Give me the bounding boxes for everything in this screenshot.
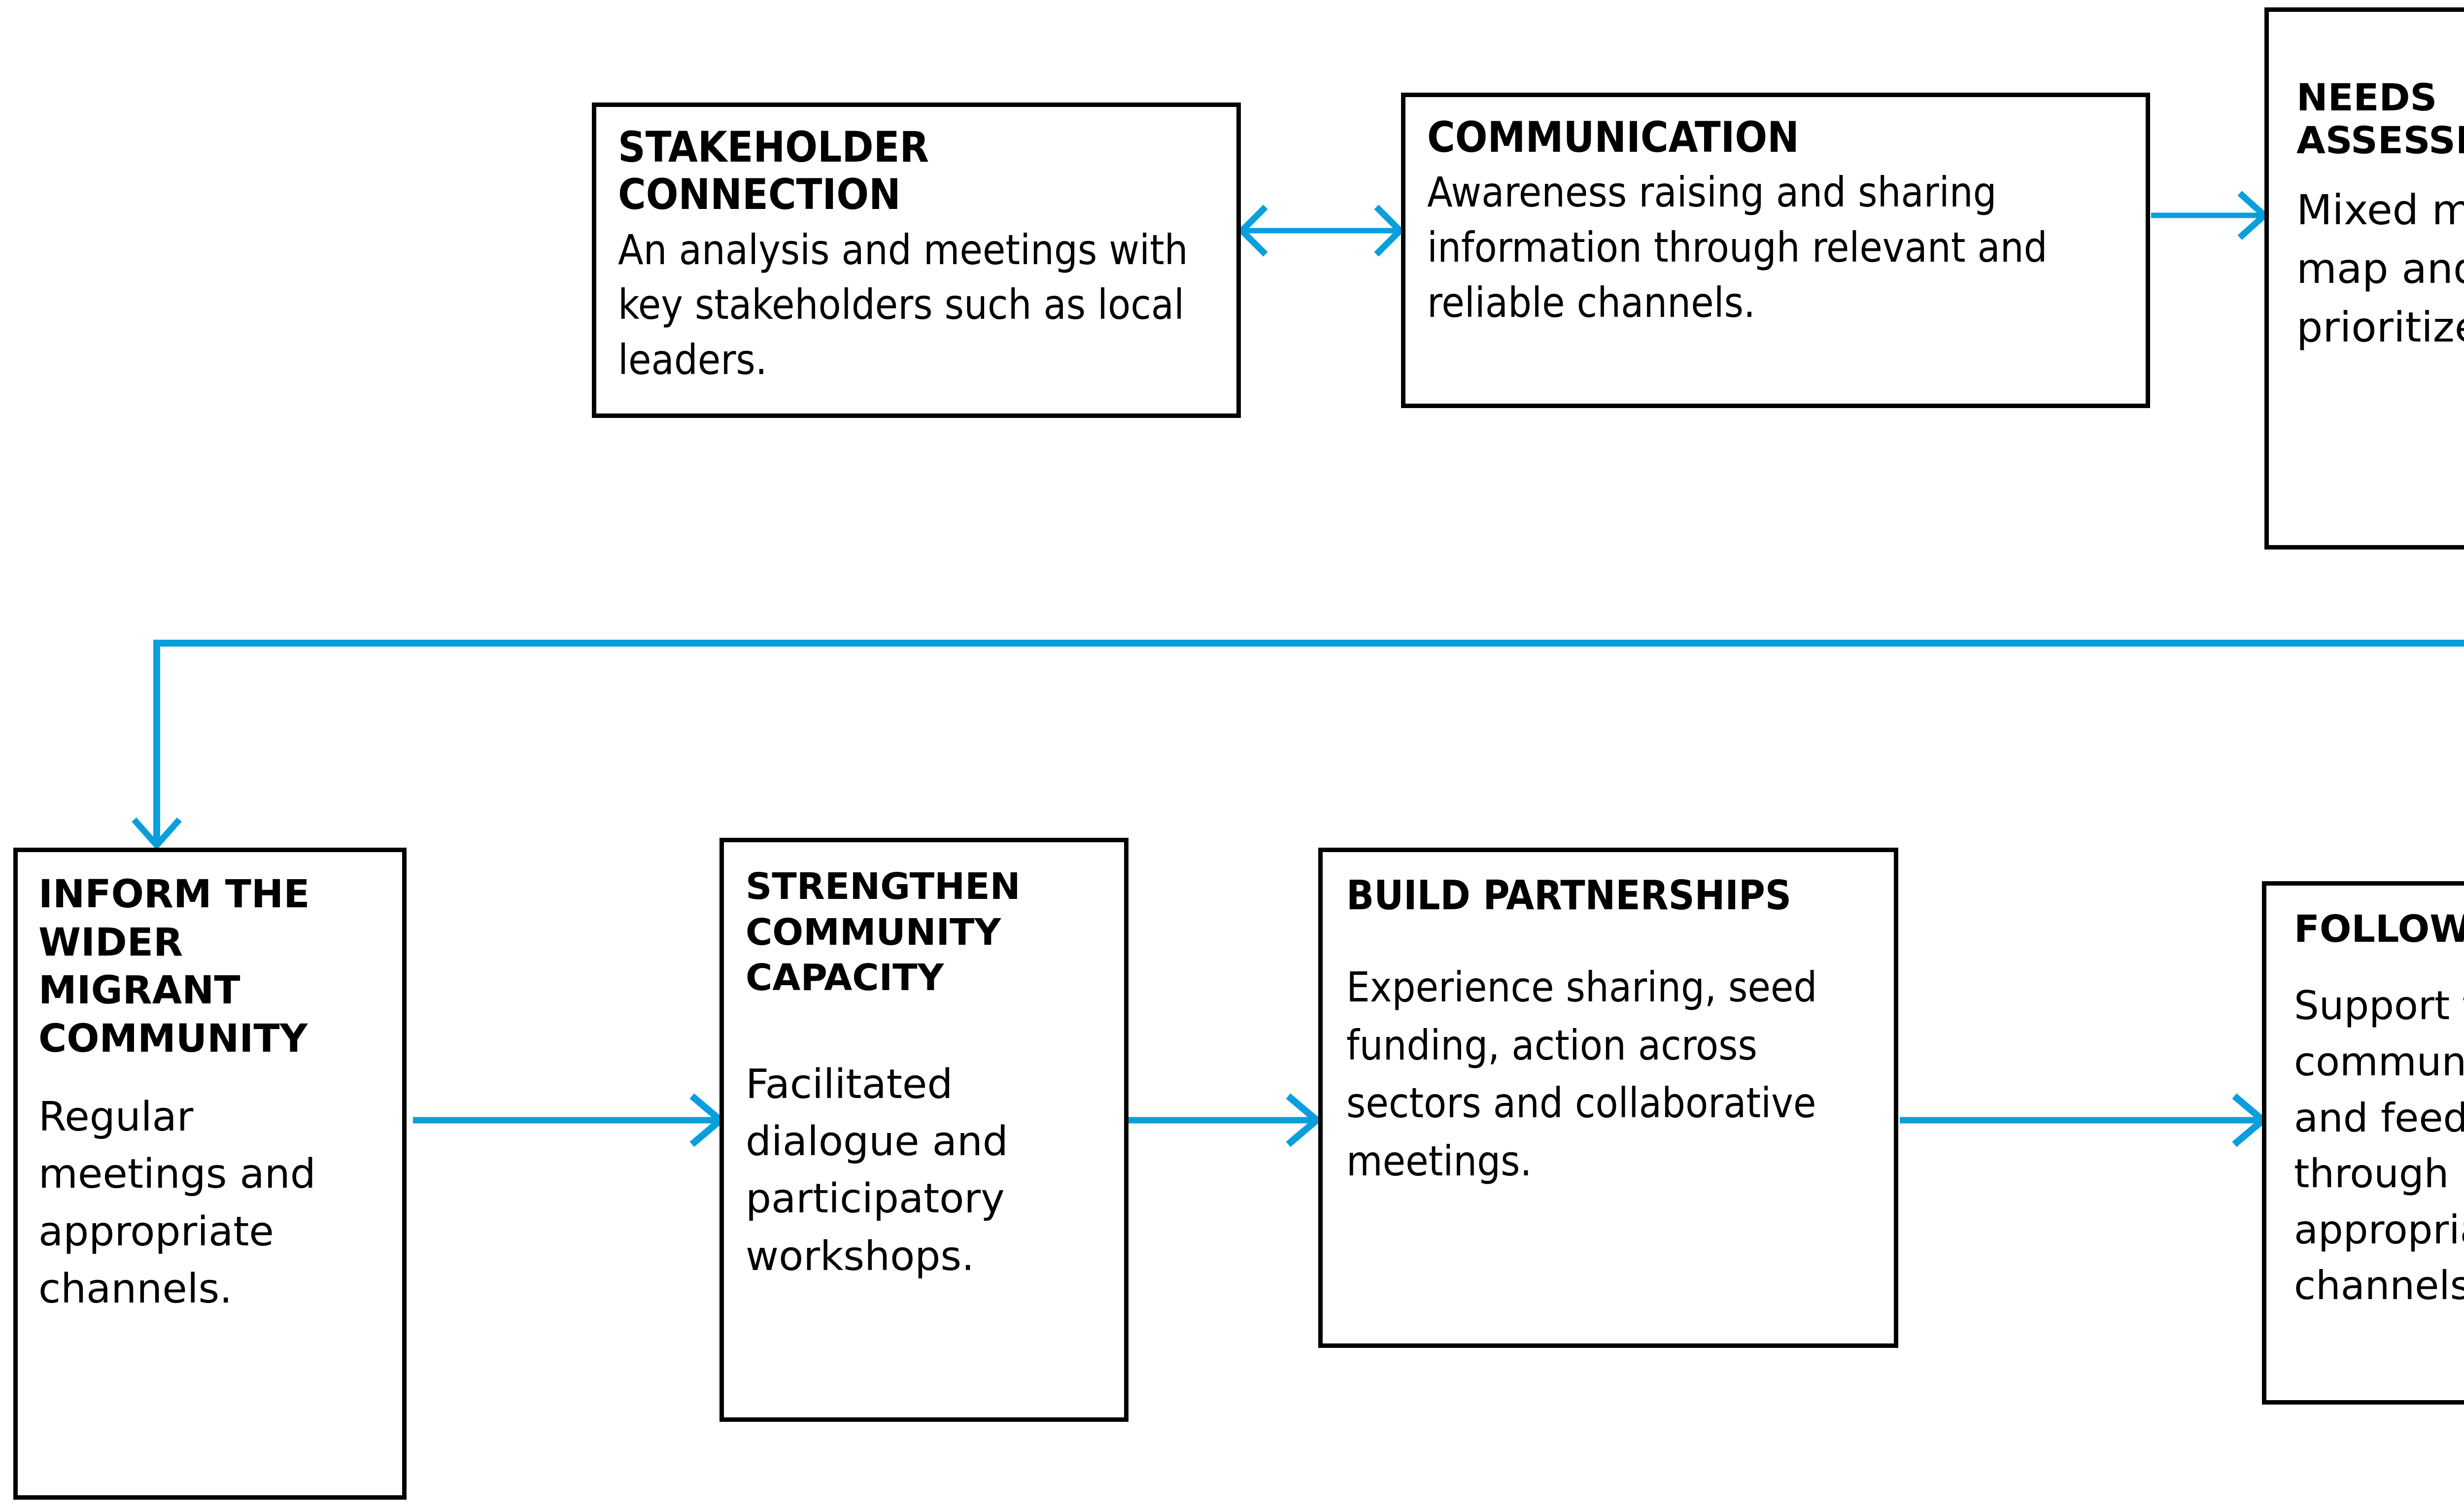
node-needs-assessment[interactable]: NEEDS ASSESSMENT Mixed methods to map an… [2264, 7, 2464, 550]
node-body: Support to community actions and feedbac… [2294, 983, 2464, 1309]
node-title: INFORM THE WIDER MIGRANT COMMUNITY [38, 872, 310, 1061]
connector-inform-strengthen [413, 1093, 726, 1147]
node-title: NEEDS ASSESSMENT [2296, 75, 2464, 163]
connector-communication-needs [2151, 191, 2269, 240]
node-content: NEEDS ASSESSMENT Mixed methods to map an… [2269, 12, 2464, 357]
node-stakeholder-connection[interactable]: STAKEHOLDER CONNECTION An analysis and m… [592, 103, 1241, 418]
node-body: Mixed methods to map and prioritize need… [2296, 185, 2464, 352]
connector-stakeholder-communication [1237, 205, 1405, 257]
node-body: Awareness raising and sharing informatio… [1427, 168, 2048, 327]
connector-needs-inform [132, 640, 2464, 850]
node-body: Experience sharing, seed funding, action… [1346, 963, 1817, 1186]
node-title: STAKEHOLDER CONNECTION [618, 123, 929, 220]
node-body: Regular meetings and appropriate channel… [38, 1094, 316, 1313]
node-content: COMMUNICATION Awareness raising and shar… [1405, 97, 2146, 330]
node-title: STRENGTHEN COMMUNITY CAPACITY [746, 865, 1021, 999]
node-title: FOLLOW-UP [2294, 907, 2464, 951]
node-body: Facilitated dialogue and participatory w… [746, 1061, 1008, 1280]
connector-partnerships-followup [1900, 1093, 2268, 1147]
node-strengthen-community-capacity[interactable]: STRENGTHEN COMMUNITY CAPACITY Facilitate… [719, 838, 1129, 1422]
node-title: BUILD PARTNERSHIPS [1346, 872, 1792, 919]
node-communication[interactable]: COMMUNICATION Awareness raising and shar… [1401, 93, 2150, 408]
node-body: An analysis and meetings with key stakeh… [618, 225, 1188, 384]
connector-strengthen-partnerships [1125, 1093, 1322, 1147]
node-content: STAKEHOLDER CONNECTION An analysis and m… [596, 107, 1236, 388]
node-content: INFORM THE WIDER MIGRANT COMMUNITY Regul… [18, 852, 402, 1318]
node-build-partnerships[interactable]: BUILD PARTNERSHIPS Experience sharing, s… [1318, 848, 1898, 1348]
node-content: BUILD PARTNERSHIPS Experience sharing, s… [1323, 852, 1894, 1191]
node-follow-up[interactable]: FOLLOW-UP Support to community actions a… [2262, 881, 2464, 1405]
node-inform-wider-migrant-community[interactable]: INFORM THE WIDER MIGRANT COMMUNITY Regul… [13, 848, 407, 1500]
node-content: FOLLOW-UP Support to community actions a… [2266, 886, 2464, 1314]
node-title: COMMUNICATION [1427, 113, 1799, 162]
node-content: STRENGTHEN COMMUNITY CAPACITY Facilitate… [724, 842, 1124, 1285]
